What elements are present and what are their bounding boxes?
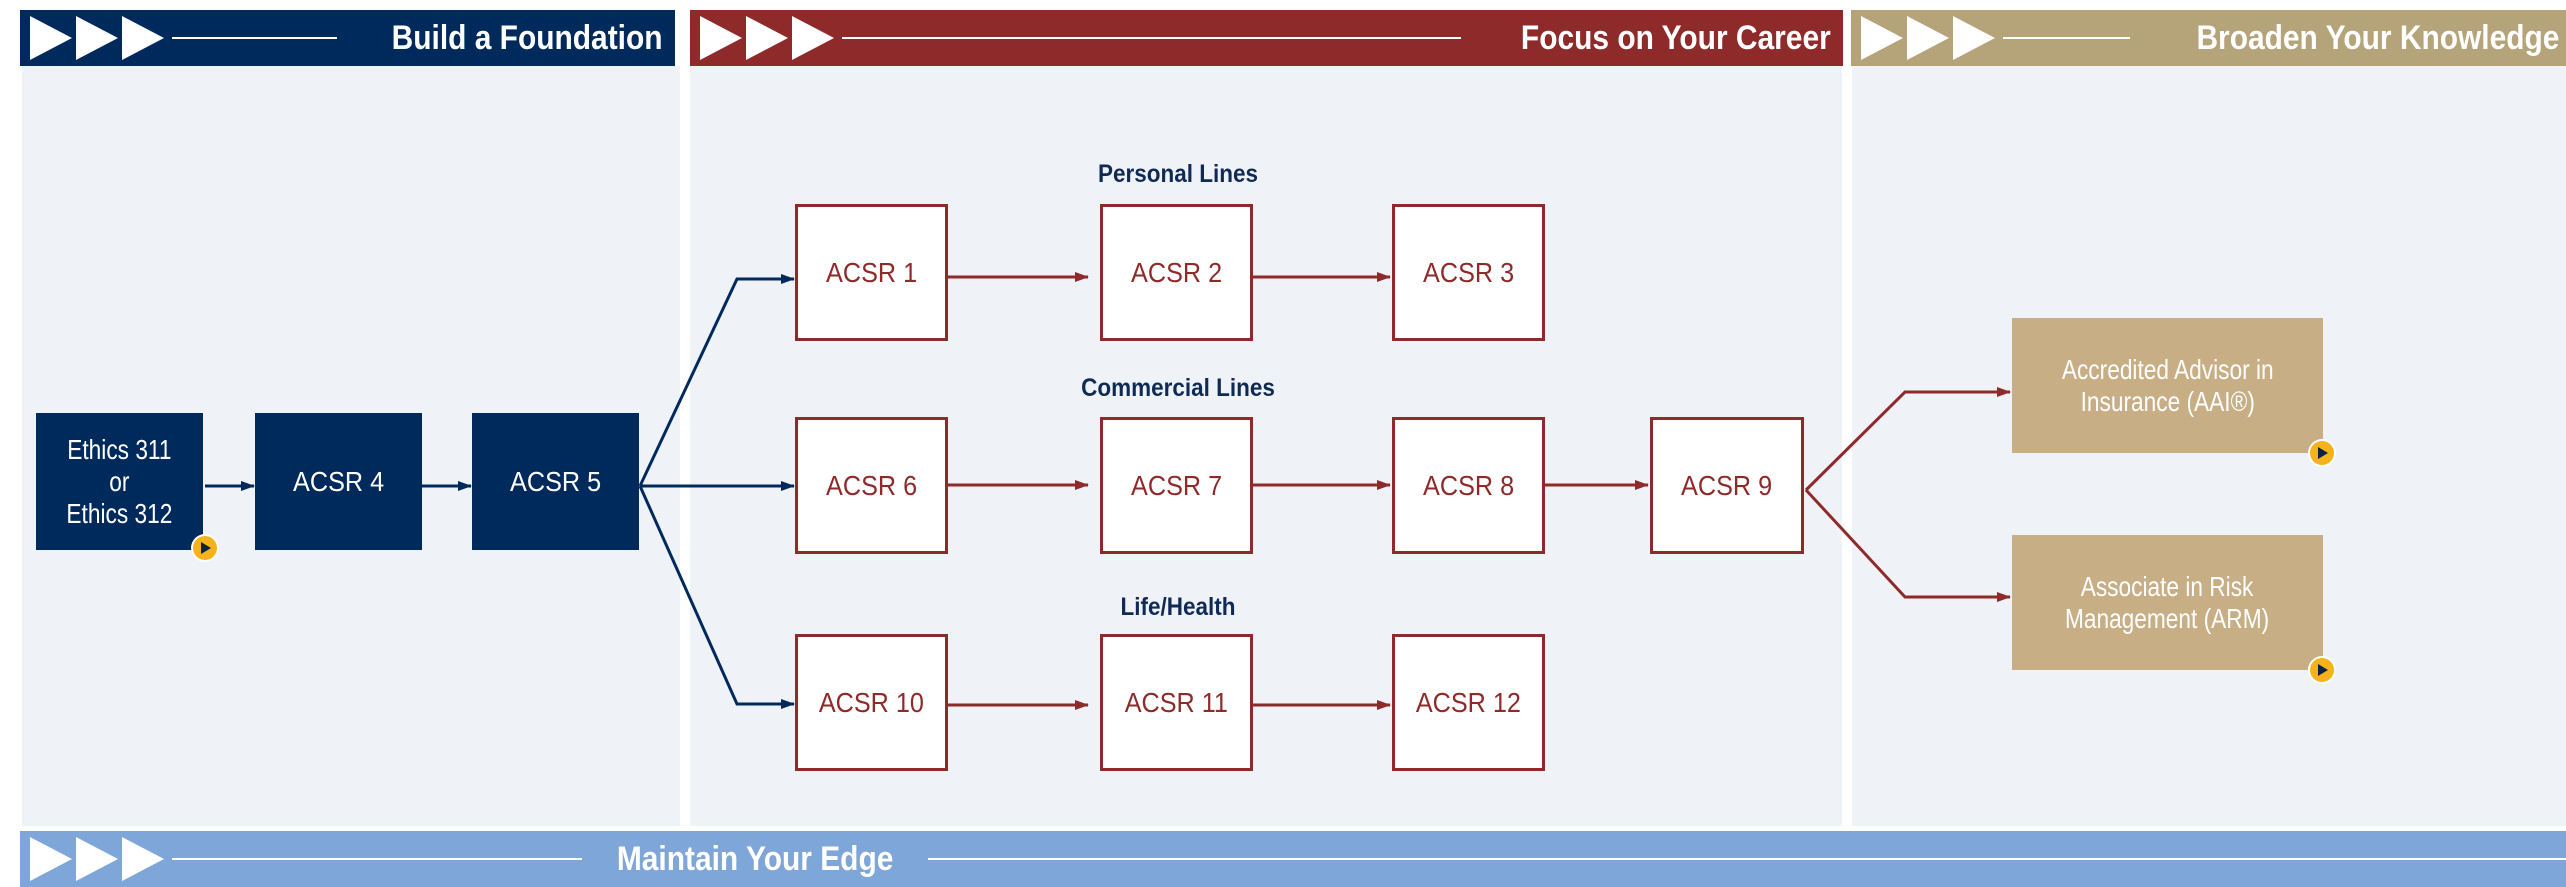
course-ethics-line2: or <box>109 465 130 497</box>
banner-maintain-edge: Maintain Your Edge <box>20 831 2566 887</box>
chevron-right-icon <box>30 837 72 881</box>
play-icon[interactable] <box>2310 441 2334 465</box>
chevron-right-icon <box>30 16 72 60</box>
course-arm-line2: Management (ARM) <box>2065 602 2270 634</box>
arrow-acsr5-to-acsr1 <box>638 274 795 487</box>
banner-title: Build a Foundation <box>391 18 663 57</box>
chevron-right-icon <box>792 16 834 60</box>
track-label-commercial: Commercial Lines <box>1081 374 1275 402</box>
course-acsr1[interactable]: ACSR 1 <box>795 204 948 341</box>
chevron-right-icon <box>746 16 788 60</box>
arrow-acsr9-to-aai <box>1804 387 2011 492</box>
course-ethics-line3: Ethics 312 <box>66 497 173 529</box>
course-acsr5[interactable]: ACSR 5 <box>472 413 639 550</box>
chevron-right-icon-group <box>700 16 834 60</box>
course-acsr7[interactable]: ACSR 7 <box>1100 417 1253 554</box>
banner-build-foundation: Build a Foundation <box>20 10 675 66</box>
chevron-right-icon <box>122 16 164 60</box>
arrow-acsr9-to-arm <box>1804 488 2011 602</box>
arrow-acsr5-to-acsr10 <box>638 485 795 709</box>
chevron-right-icon-group <box>1861 16 1995 60</box>
chevron-right-icon <box>1953 16 1995 60</box>
course-aai-line2: Insurance (AAI®) <box>2080 385 2255 417</box>
banner-broaden-knowledge: Broaden Your Knowledge <box>1851 10 2566 66</box>
banner-title: Maintain Your Edge <box>616 839 894 878</box>
chevron-right-icon <box>1861 16 1903 60</box>
chevron-right-icon-group <box>30 16 164 60</box>
course-arm-line1: Associate in Risk <box>2081 570 2254 602</box>
banner-focus-career: Focus on Your Career <box>690 10 1843 66</box>
course-ethics-line1: Ethics 311 <box>67 433 172 465</box>
course-acsr4[interactable]: ACSR 4 <box>255 413 422 550</box>
play-icon[interactable] <box>2310 658 2334 682</box>
course-acsr10[interactable]: ACSR 10 <box>795 634 948 771</box>
course-acsr3[interactable]: ACSR 3 <box>1392 204 1545 341</box>
banner-rule <box>928 858 2566 860</box>
banner-rule <box>842 37 1461 39</box>
banner-title: Focus on Your Career <box>1520 18 1831 57</box>
track-label-personal: Personal Lines <box>1097 160 1259 188</box>
course-acsr8[interactable]: ACSR 8 <box>1392 417 1545 554</box>
chevron-right-icon <box>122 837 164 881</box>
course-acsr11[interactable]: ACSR 11 <box>1100 634 1253 771</box>
course-acsr12[interactable]: ACSR 12 <box>1392 634 1545 771</box>
course-acsr9[interactable]: ACSR 9 <box>1650 417 1804 554</box>
chevron-right-icon <box>1907 16 1949 60</box>
banner-rule <box>2003 37 2130 39</box>
course-acsr6[interactable]: ACSR 6 <box>795 417 948 554</box>
chevron-right-icon <box>700 16 742 60</box>
chevron-right-icon-group <box>30 837 164 881</box>
banner-rule <box>172 858 582 860</box>
course-acsr2[interactable]: ACSR 2 <box>1100 204 1253 341</box>
track-label-life: Life/Health <box>1120 593 1236 621</box>
banner-rule <box>172 37 338 39</box>
chevron-right-icon <box>76 837 118 881</box>
chevron-right-icon <box>76 16 118 60</box>
banner-title: Broaden Your Knowledge <box>2196 18 2559 57</box>
course-aai-line1: Accredited Advisor in <box>2061 353 2274 385</box>
play-icon[interactable] <box>193 536 217 560</box>
